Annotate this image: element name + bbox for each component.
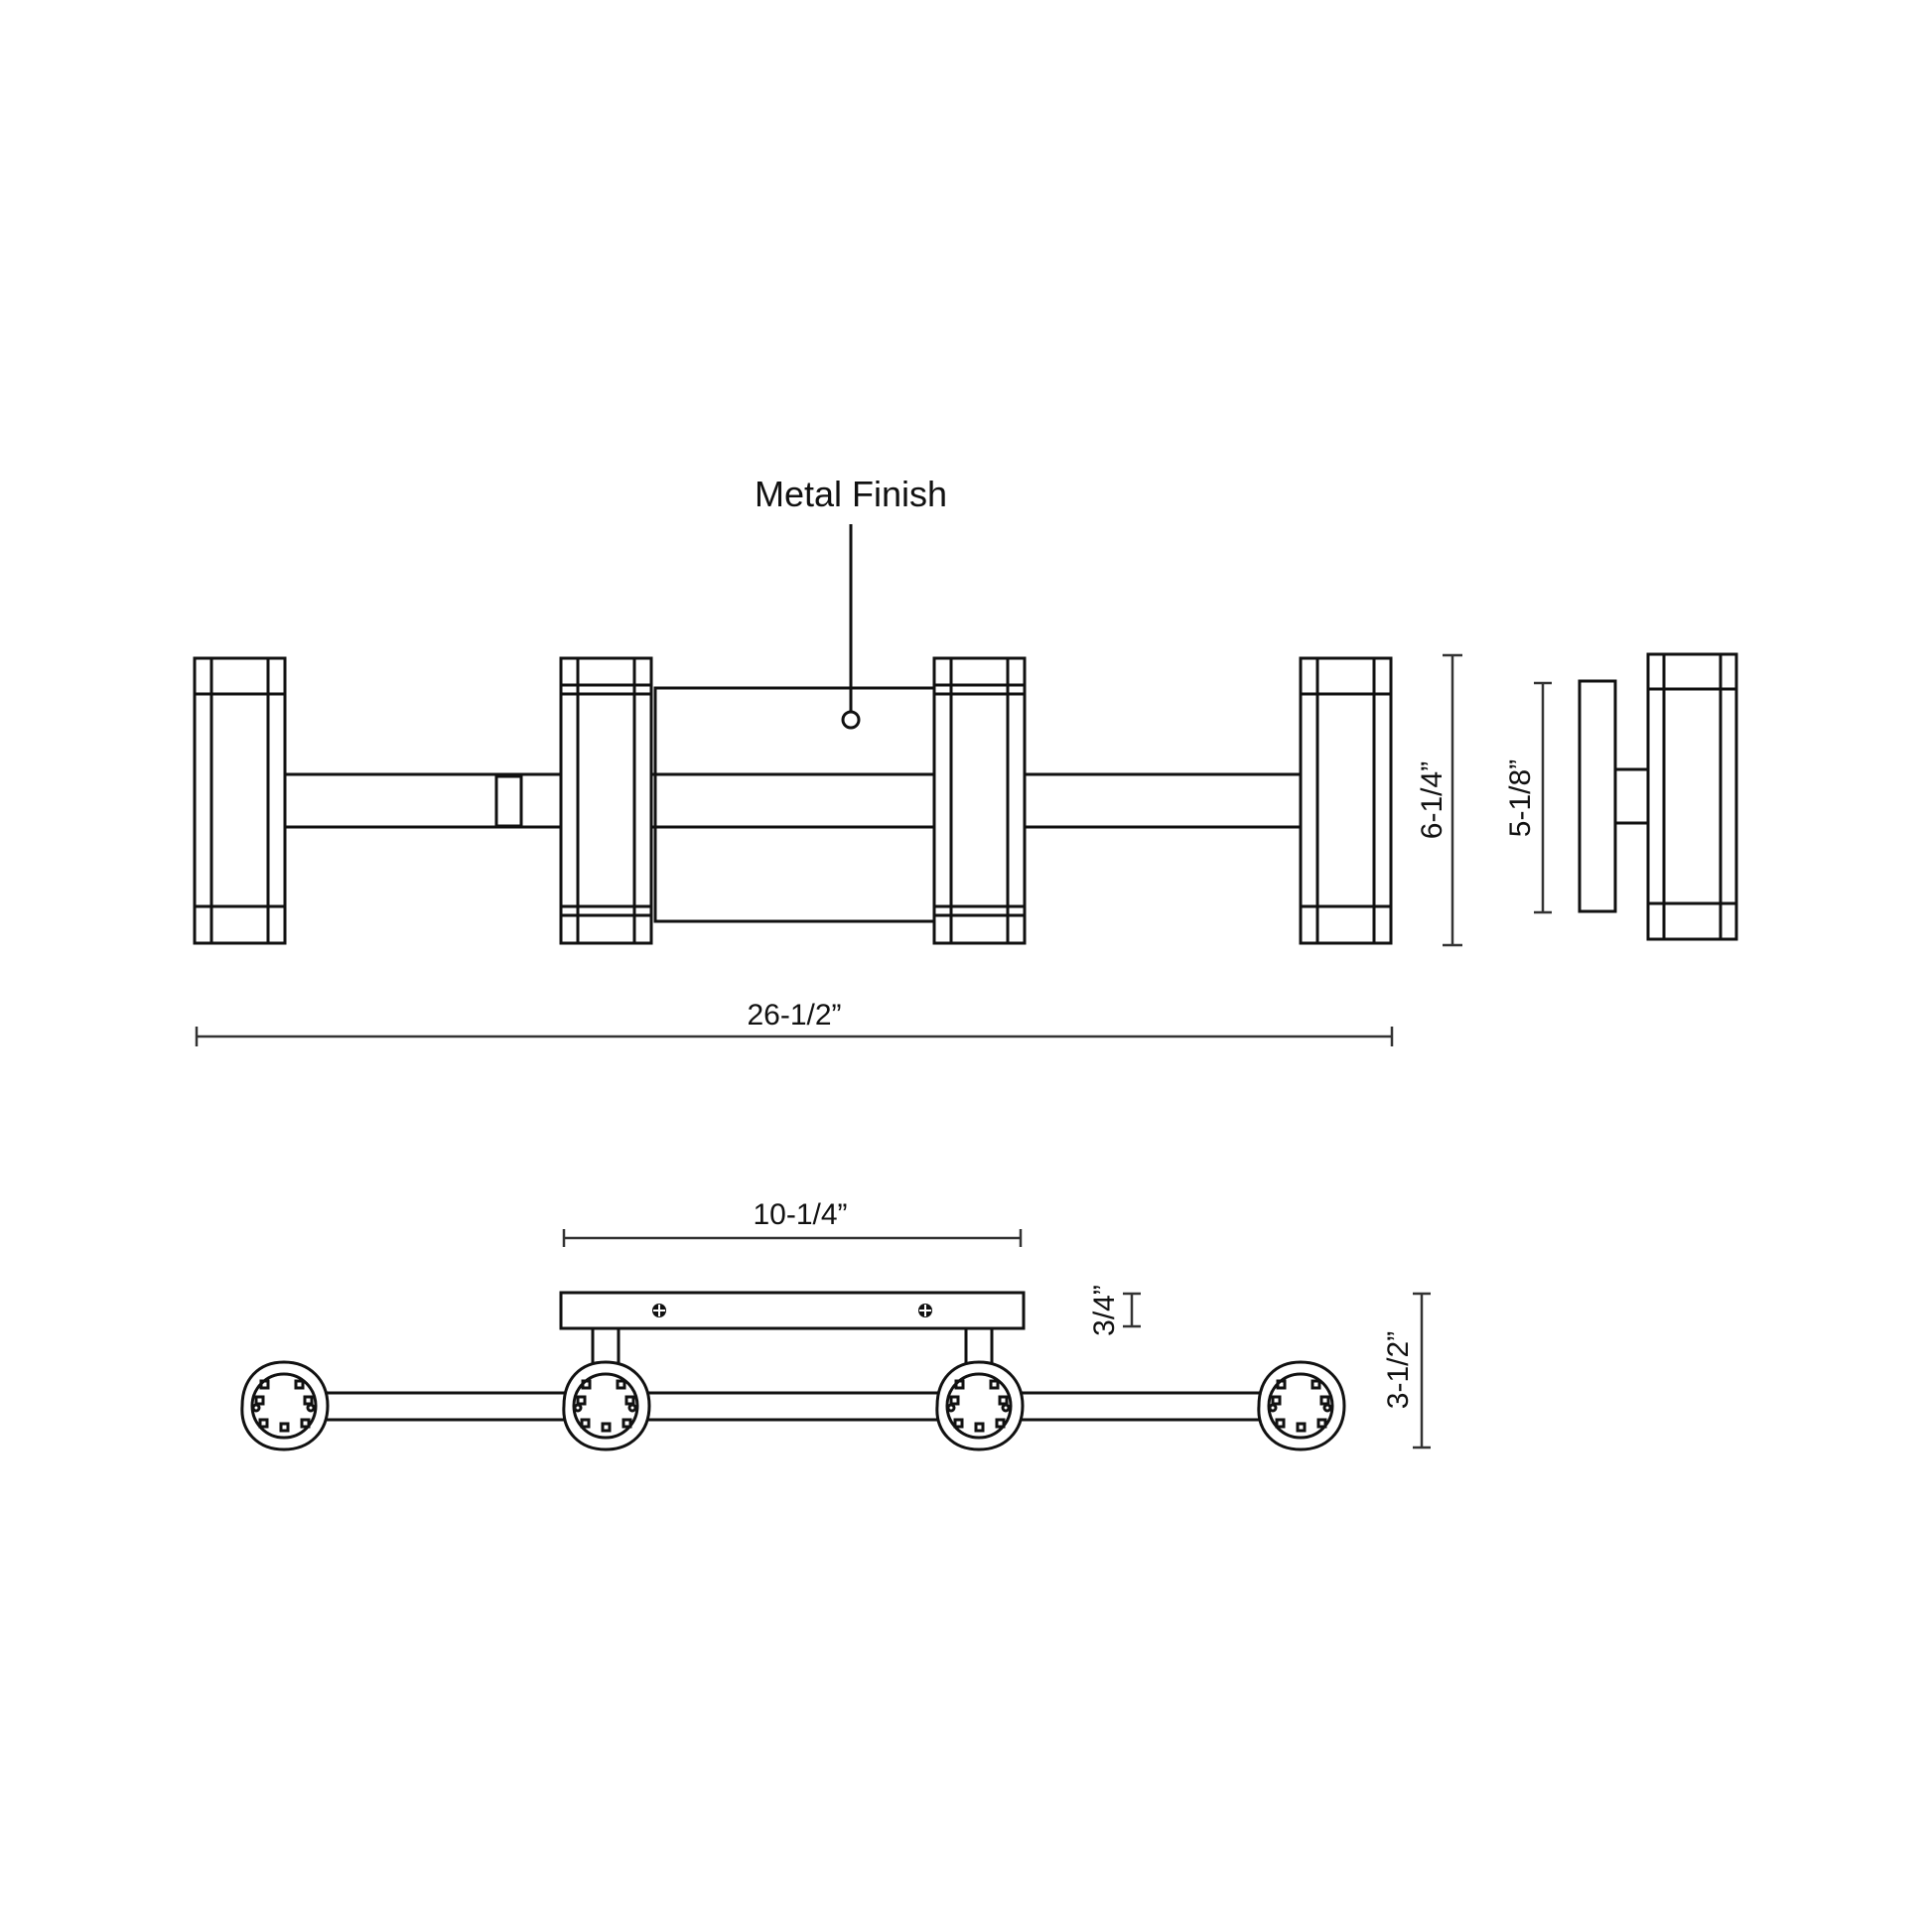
shade-head-3 [935, 1360, 1025, 1451]
side-shade [1646, 652, 1738, 941]
top-backplate [559, 1291, 1026, 1330]
light-shade-4 [1299, 656, 1393, 945]
backplate-depth-label: 3/4” [1088, 1285, 1121, 1336]
top-view: 10-1/4” [240, 1198, 1431, 1451]
top-arm-bar [318, 1391, 1284, 1422]
arm-bar [285, 772, 1309, 829]
overall-height-dimension [1443, 653, 1462, 947]
side-view: 5-1/8” [1504, 652, 1738, 941]
side-arm [1613, 767, 1650, 825]
screw-icon [652, 1304, 666, 1317]
side-backplate [1578, 679, 1617, 913]
overall-depth-dimension [1413, 1292, 1431, 1449]
arm-coupler [494, 774, 523, 828]
backplate-height-dimension [1534, 681, 1552, 914]
backplate-depth-dimension [1123, 1292, 1141, 1328]
light-shade-2 [559, 656, 653, 945]
overall-width-label: 26-1/2” [747, 999, 841, 1032]
overall-depth-label: 3-1/2” [1382, 1331, 1415, 1409]
top-stems [591, 1328, 994, 1365]
overall-width-dimension [195, 1027, 1394, 1046]
overall-height-label: 6-1/4” [1416, 761, 1449, 839]
light-shade-1 [193, 656, 287, 945]
backplate-height-label: 5-1/8” [1504, 759, 1537, 837]
backplate-width-dimension [562, 1229, 1023, 1247]
light-shade-3 [932, 656, 1027, 945]
backplate-outline [653, 686, 945, 923]
finish-callout [841, 524, 861, 730]
shade-head-4 [1257, 1360, 1346, 1451]
finish-label: Metal Finish [755, 474, 947, 514]
front-view: Metal Finish 26-1/2” 6-1/4” [193, 474, 1462, 1046]
shade-head-1 [240, 1360, 330, 1451]
screw-icon [918, 1304, 932, 1317]
backplate-width-label: 10-1/4” [753, 1198, 847, 1231]
shade-head-2 [562, 1360, 651, 1451]
